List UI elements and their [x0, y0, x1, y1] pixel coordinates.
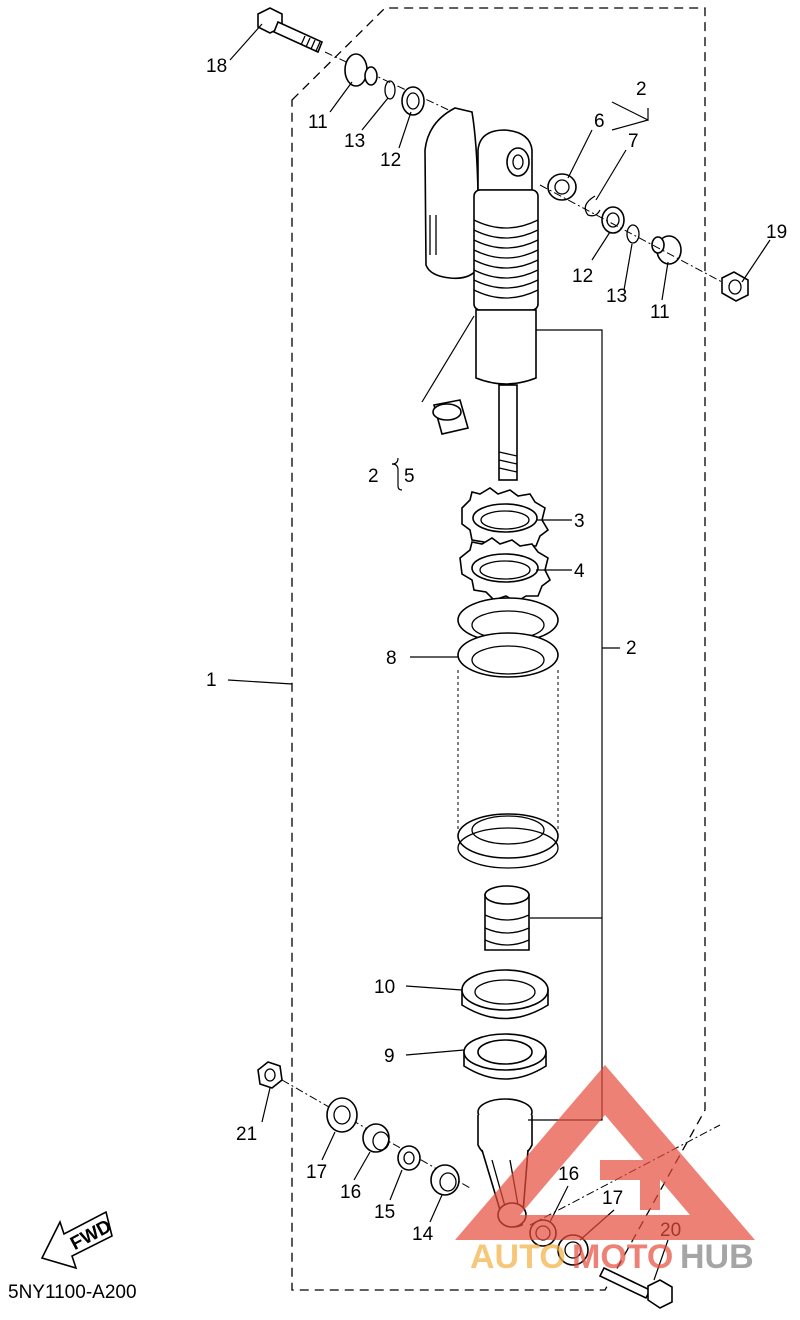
- spring-8[interactable]: [457, 597, 559, 869]
- callout-2-top: 2: [636, 79, 647, 100]
- bearing-14[interactable]: [430, 1164, 460, 1196]
- callout-12-right: 12: [572, 266, 593, 287]
- bushing-5[interactable]: [432, 399, 470, 435]
- spacer-6[interactable]: [547, 173, 577, 201]
- callout-4: 4: [574, 561, 585, 582]
- axis-line-top-left: [324, 51, 471, 121]
- collar-11-right[interactable]: [651, 235, 682, 265]
- automotohub-watermark: AUTO MOTO HUB: [455, 1065, 755, 1276]
- callout-7: 7: [628, 131, 639, 152]
- axis-line-top-right: [539, 184, 723, 283]
- bolt-18[interactable]: [257, 7, 324, 54]
- bump-stopper[interactable]: [484, 885, 530, 951]
- spring-seat-9[interactable]: [463, 1033, 547, 1080]
- callout-12-top: 12: [380, 150, 401, 171]
- callout-1: 1: [206, 670, 217, 691]
- leader-5-to-body: [421, 315, 475, 403]
- fwd-arrow-icon: FWD: [40, 1210, 115, 1270]
- watermark-text-auto: AUTO: [470, 1238, 566, 1276]
- nut-19[interactable]: [721, 271, 749, 302]
- callout-9: 9: [384, 1046, 395, 1067]
- callout-16-right: 16: [558, 1164, 579, 1185]
- callout-5: 5: [404, 466, 415, 487]
- collar-11-top[interactable]: [344, 53, 378, 87]
- locknut-4[interactable]: [459, 537, 552, 603]
- callout-6: 6: [594, 111, 605, 132]
- callout-11-right: 11: [650, 302, 670, 323]
- callout-17-left: 17: [306, 1162, 327, 1183]
- callout-labels: 1 18 11 13 12 2 6 7 12 13 11 19 2 5 3 4 …: [206, 56, 787, 1245]
- callout-17-right: 17: [602, 1188, 623, 1209]
- spring-seat-10[interactable]: [461, 969, 549, 1020]
- collar-16-left[interactable]: [362, 1123, 390, 1153]
- callout-13-top: 13: [344, 131, 365, 152]
- callout-13-right: 13: [606, 286, 627, 307]
- nut-21[interactable]: [257, 1061, 283, 1089]
- watermark-text-moto: MOTO: [572, 1238, 673, 1276]
- callout-11-top: 11: [308, 112, 328, 133]
- callout-14: 14: [412, 1224, 434, 1245]
- callout-18: 18: [206, 56, 227, 77]
- callout-21: 21: [236, 1124, 257, 1145]
- callout-2-bracket: 2: [368, 466, 379, 487]
- shock-absorber-body[interactable]: [424, 107, 539, 481]
- watermark-triangle-logo: [455, 1065, 755, 1240]
- callout-16-left: 16: [340, 1182, 361, 1203]
- callout-19: 19: [766, 222, 787, 243]
- watermark-text-hub: HUB: [680, 1238, 754, 1276]
- callout-15: 15: [374, 1202, 395, 1223]
- bushing-15[interactable]: [397, 1145, 421, 1171]
- callout-8: 8: [386, 648, 397, 669]
- bolt-20[interactable]: [598, 1266, 673, 1309]
- callout-2-side: 2: [626, 638, 637, 659]
- oil-seal-12-right[interactable]: [601, 206, 625, 234]
- diagram-code: 5NY1100-A200: [8, 1282, 137, 1303]
- callout-3: 3: [574, 511, 585, 532]
- circlip-7[interactable]: [584, 195, 601, 217]
- callout-10: 10: [374, 977, 395, 998]
- collar-17-left[interactable]: [326, 1097, 358, 1133]
- oring-13-right[interactable]: [626, 224, 640, 244]
- assembly-boundary-dashed: [291, 7, 706, 1291]
- oring-13-top[interactable]: [384, 80, 396, 100]
- adjuster-ring-3[interactable]: [461, 487, 550, 553]
- oil-seal-12-top[interactable]: [401, 86, 425, 116]
